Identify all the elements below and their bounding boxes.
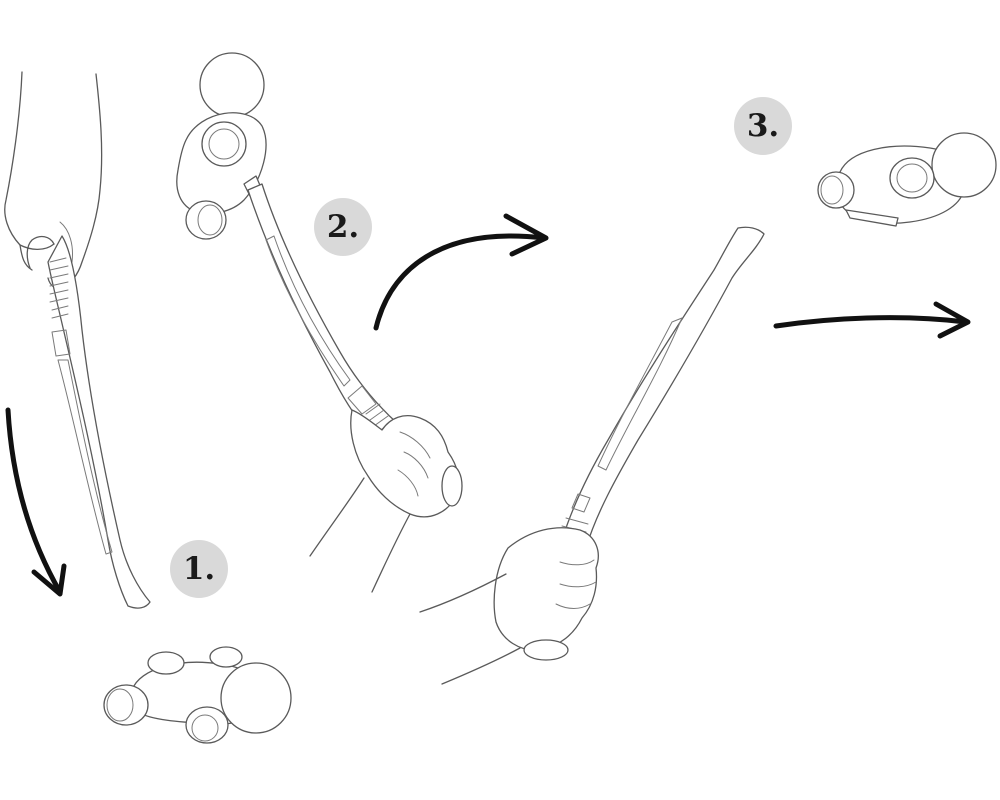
- curved-arrow-right-icon: [373, 233, 547, 331]
- arrow-head-down-icon: [31, 563, 67, 597]
- step3-hand-icon: [419, 527, 599, 685]
- arrow-head-right-2-icon: [933, 301, 971, 339]
- step3-tool-icon: [555, 226, 765, 557]
- step-3-badge: 3.: [734, 97, 792, 155]
- step2-hand-icon: [309, 409, 463, 593]
- step2-device-icon: [176, 52, 267, 240]
- step-2-number: 2.: [326, 209, 360, 245]
- arrow-head-right-icon: [503, 213, 549, 257]
- step-2-badge: 2.: [314, 198, 372, 256]
- step2-tool-icon: [247, 183, 399, 447]
- step1-device-icon: [103, 646, 292, 744]
- step-3-number: 3.: [746, 108, 780, 144]
- step3-device-icon: [817, 132, 997, 227]
- straight-arrow-right-icon: [773, 315, 969, 329]
- step-1-badge: 1.: [170, 540, 228, 598]
- step-1-number: 1.: [182, 551, 216, 587]
- curved-arrow-down-icon: [5, 407, 63, 595]
- step1-tool-icon: [47, 235, 151, 609]
